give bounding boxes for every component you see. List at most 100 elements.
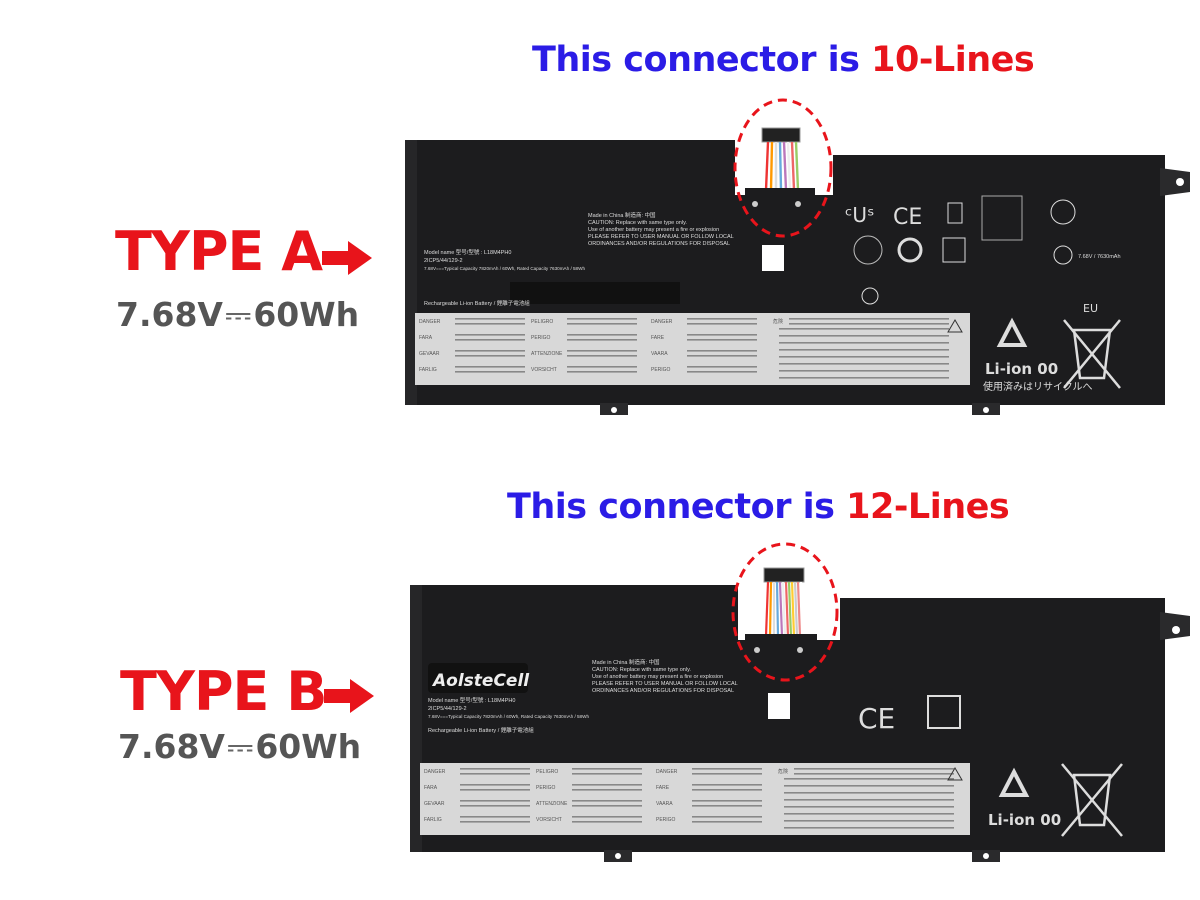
warning-label: VAARA [651, 351, 668, 357]
brand-logo: AolsteCell [431, 671, 530, 691]
warning-text-line [687, 350, 757, 352]
title-highlight: 12-Lines [846, 487, 1010, 527]
type-label-text: TYPE B [120, 660, 327, 723]
ordinances-text: ORDINANCES AND/OR REGULATIONS FOR DISPOS… [588, 241, 730, 247]
warning-text-line [784, 799, 954, 801]
warning-text-line [784, 785, 954, 787]
warning-text-line [567, 350, 637, 352]
warning-text-line [572, 773, 642, 775]
warning-label: VORSICHT [536, 817, 562, 823]
warning-text-line [460, 805, 530, 807]
pse-mark [1053, 245, 1073, 265]
warning-text-line [460, 789, 530, 791]
warning-text-line [567, 355, 637, 357]
warning-text-line [687, 371, 757, 373]
caution-text-2: Use of another battery may present a fir… [592, 674, 723, 680]
caution-text: CAUTION: Replace with same type only. [592, 667, 691, 673]
warning-triangle-icon [947, 319, 963, 333]
warning-text-line [687, 323, 757, 325]
refer-text: PLEASE REFER TO USER MANUAL OR FOLLOW LO… [588, 234, 734, 240]
kc-mark [981, 195, 1023, 241]
battery-window [762, 245, 784, 271]
energy: 60Wh [253, 295, 360, 334]
warning-text-line [692, 805, 762, 807]
warning-label: FARA [419, 335, 433, 341]
warning-text-line [779, 342, 949, 344]
warning-text-line [784, 778, 954, 780]
cert-icon [1050, 199, 1076, 225]
warning-text-line [567, 371, 637, 373]
energy: 60Wh [255, 727, 362, 766]
rechargeable-text: Rechargeable Li-ion Battery / 鋰離子電池組 [428, 726, 534, 734]
warning-text-line [460, 784, 530, 786]
warning-text-line [779, 370, 949, 372]
warning-label: PELIGRO [536, 769, 558, 775]
warning-label: PERIGO [651, 367, 671, 373]
model-text: Model name 型号/型號 : L18M4PH0 [424, 248, 511, 256]
arrow-right-icon [322, 241, 372, 275]
warning-text-line [779, 363, 949, 365]
rechargeable-text: Rechargeable Li-ion Battery / 鋰離子電池組 [424, 299, 530, 307]
connector-title-a: This connector is 10-Lines [532, 40, 1035, 80]
connector-10-lines [745, 127, 815, 210]
caution-text-2: Use of another battery may present a fir… [588, 227, 719, 233]
warning-text-line [572, 805, 642, 807]
voltage: 7.68V [116, 295, 223, 334]
warning-text-line [455, 323, 525, 325]
spec-b: 7.68V⎓60Wh [118, 727, 361, 767]
warning-text-line [692, 784, 762, 786]
warning-text-line [455, 318, 525, 320]
warning-text-line [455, 339, 525, 341]
warning-text-line [779, 349, 949, 351]
recycle-5-icon [897, 237, 923, 263]
china-rohs-icon [942, 237, 966, 263]
warning-text-line [779, 335, 949, 337]
arrow-right-icon [324, 679, 374, 713]
made-in-text: Made in China 制造商: 中国 [588, 211, 656, 219]
warning-text-line [460, 816, 530, 818]
warning-label: DANGER [424, 769, 446, 775]
warning-text-line [567, 334, 637, 336]
warning-text-line [692, 768, 762, 770]
china-rohs-icon [927, 695, 961, 729]
warning-text-line [567, 339, 637, 341]
warning-text-line [455, 334, 525, 336]
warning-text-line [692, 821, 762, 823]
warning-label: PERIGO [536, 785, 556, 791]
warning-text-line [572, 768, 642, 770]
warning-label: ATTENZIONE [536, 801, 568, 807]
warning-text-line [779, 356, 949, 358]
warning-text-line [789, 318, 949, 320]
spec-a: 7.68V⎓60Wh [116, 295, 359, 335]
made-in-text: Made in China 制造商: 中国 [592, 658, 660, 666]
warning-text-line [687, 355, 757, 357]
cell-text: 2ICP5/44/129-2 [428, 706, 467, 712]
crossed-bin-icon [1061, 763, 1123, 837]
warning-text-line [784, 792, 954, 794]
refer-text: PLEASE REFER TO USER MANUAL OR FOLLOW LO… [592, 681, 738, 687]
capacity-text: 7.68V===Typical Capacity 7820mAh / 60Wh,… [428, 714, 589, 719]
warning-text-line [572, 800, 642, 802]
model-text: Model name 型号/型號 : L18M4PH0 [428, 696, 515, 704]
recycle-icon [996, 317, 1028, 347]
highlight-circle [731, 542, 839, 682]
warning-label: DANGER [419, 319, 441, 325]
title-prefix: This connector is [507, 487, 847, 527]
ce-mark: CE [893, 205, 922, 230]
cell-text: 2ICP5/44/129-2 [424, 258, 463, 264]
warning-text-line [794, 768, 954, 770]
recycle-text: Li-ion 00 [985, 360, 1058, 378]
type-label-text: TYPE A [115, 220, 323, 283]
warning-text-line [460, 773, 530, 775]
warning-label: PERIGO [531, 335, 551, 341]
label-strip [510, 282, 680, 304]
warning-text-line [572, 821, 642, 823]
warning-label: DANGER [651, 319, 673, 325]
warning-text-line [784, 806, 954, 808]
eu-label: EU [1083, 302, 1098, 315]
info-icon [947, 202, 963, 224]
warning-label: GEVAAR [424, 801, 445, 807]
caution-text: CAUTION: Replace with same type only. [588, 220, 687, 226]
warning-text-line [572, 816, 642, 818]
warning-label: GEVAAR [419, 351, 440, 357]
